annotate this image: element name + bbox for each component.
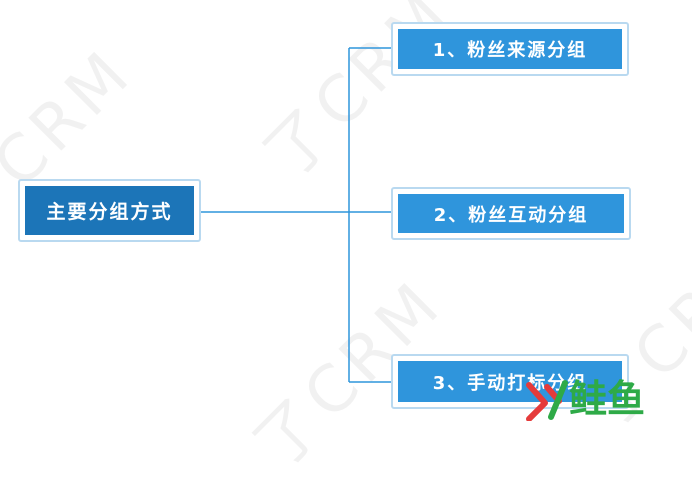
logo-mark-icon	[526, 380, 568, 421]
child-node-1: 1、粉丝来源分组	[391, 22, 629, 76]
connector-lines	[200, 47, 392, 383]
child-node-2: 2、粉丝互动分组	[391, 187, 631, 240]
child-node-label: 2、粉丝互动分组	[398, 194, 624, 233]
root-node-label: 主要分组方式	[25, 186, 194, 235]
root-node: 主要分组方式	[18, 179, 201, 242]
child-node-label: 1、粉丝来源分组	[398, 29, 622, 69]
brand-logo: 鲑鱼	[525, 371, 675, 421]
logo-text: 鲑鱼	[569, 377, 646, 421]
